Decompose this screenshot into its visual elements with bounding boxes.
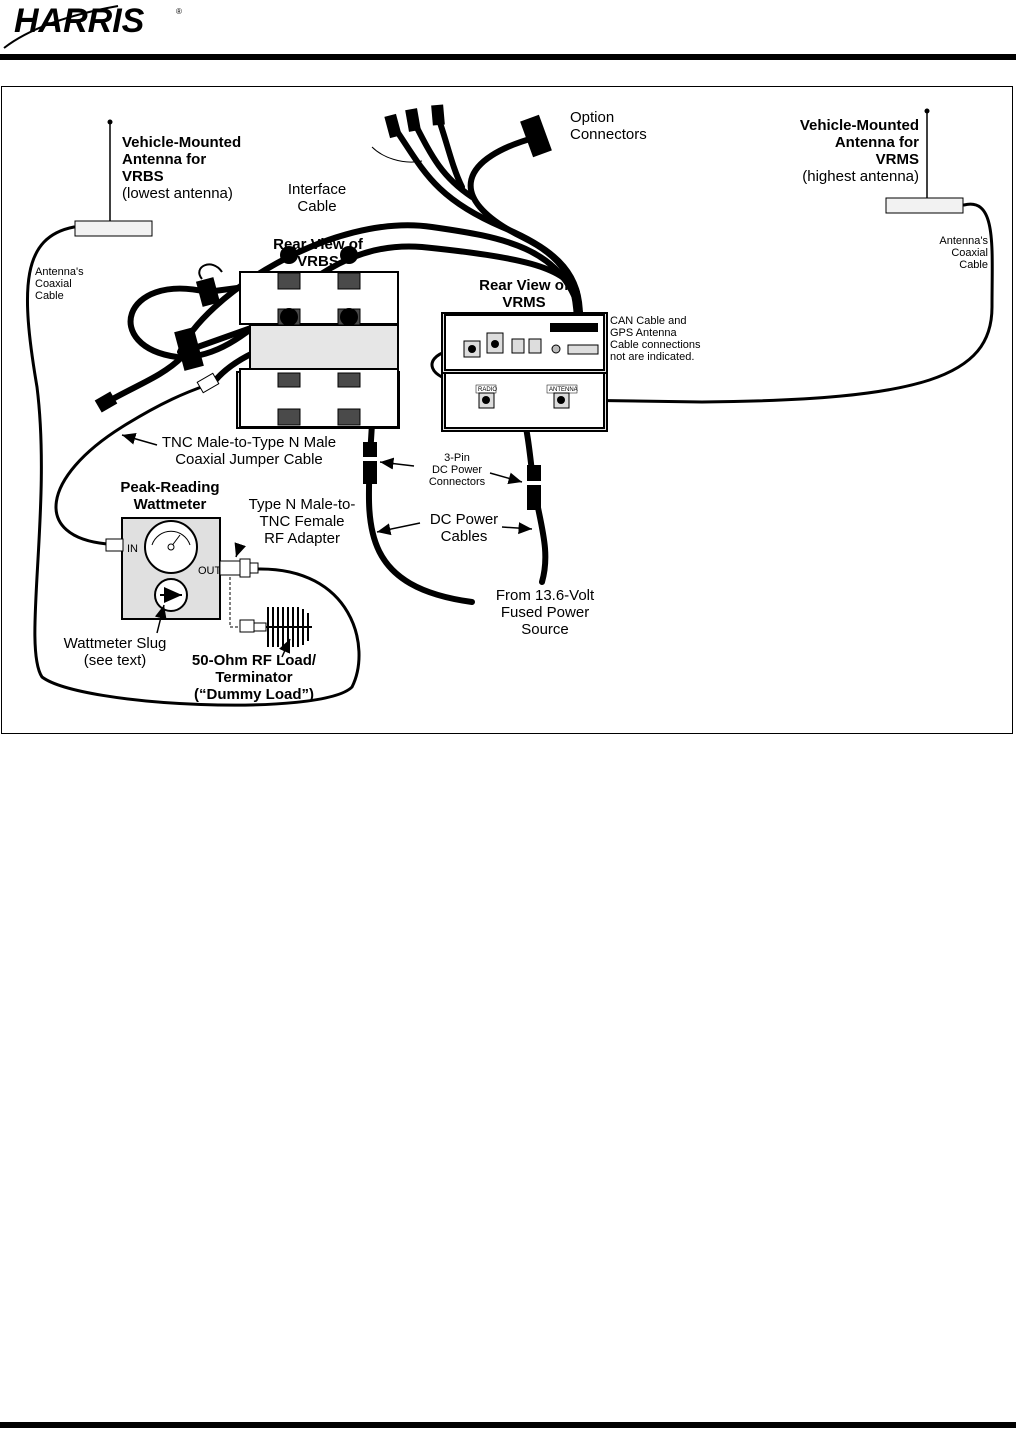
svg-text:Source: Source	[521, 621, 569, 638]
dc-connectors-label: 3-Pin DC Power Connectors	[429, 452, 486, 488]
interface-cable-label: Interface Cable	[288, 181, 346, 215]
antenna-coax-right-label: Antenna's Coaxial Cable	[939, 235, 988, 271]
svg-text:Type N Male-to-: Type N Male-to-	[249, 496, 356, 513]
rf-adapter	[219, 558, 259, 628]
wattmeter-slug-label: Wattmeter Slug (see text)	[64, 635, 167, 669]
interface-connectors	[94, 104, 445, 413]
rear-vrms-label: Rear View of VRMS	[479, 277, 570, 311]
svg-text:Coaxial: Coaxial	[35, 278, 72, 290]
svg-text:Cable: Cable	[959, 259, 988, 271]
svg-text:Interface: Interface	[288, 181, 346, 198]
vrms-antenna	[885, 108, 964, 214]
port-out-label: OUT	[198, 565, 222, 577]
svg-text:Antenna for: Antenna for	[835, 134, 919, 151]
svg-text:3-Pin: 3-Pin	[444, 452, 470, 464]
svg-text:Option: Option	[570, 109, 614, 126]
antenna-port-label: ANTENNA	[549, 387, 578, 393]
radio-port-label: RADIO	[478, 387, 497, 393]
vrms-antenna-label: Vehicle-Mounted Antenna for VRMS (highes…	[800, 117, 919, 185]
footer-rule	[0, 1422, 1016, 1428]
dummy-load	[239, 607, 312, 647]
rear-vrbs-label: Rear View of VRBS	[273, 236, 364, 270]
svg-text:50-Ohm RF Load/: 50-Ohm RF Load/	[192, 652, 317, 669]
svg-text:Antenna's: Antenna's	[35, 266, 84, 278]
antenna-coax-left-label: Antenna's Coaxial Cable	[35, 266, 84, 302]
dc-cables-label: DC Power Cables	[430, 511, 498, 545]
svg-text:CAN Cable and: CAN Cable and	[610, 315, 686, 327]
svg-text:Fused Power: Fused Power	[501, 604, 589, 621]
svg-text:Coaxial Jumper Cable: Coaxial Jumper Cable	[175, 451, 323, 468]
wiring-diagram: RADIO ANTENNA IN	[25, 104, 994, 707]
svg-text:(highest antenna): (highest antenna)	[802, 168, 919, 185]
jumper-connector	[196, 372, 220, 394]
svg-text:VRMS: VRMS	[502, 294, 545, 311]
port-in-label: IN	[127, 543, 138, 555]
svg-text:®: ®	[176, 7, 182, 16]
svg-text:Antenna for: Antenna for	[122, 151, 206, 168]
svg-text:GPS Antenna: GPS Antenna	[610, 327, 678, 339]
header-rule	[0, 54, 1016, 60]
tnc-jumper-label: TNC Male-to-Type N Male Coaxial Jumper C…	[162, 434, 336, 468]
svg-text:RF Adapter: RF Adapter	[264, 530, 340, 547]
svg-text:(“Dummy Load”): (“Dummy Load”)	[194, 686, 314, 703]
svg-text:Cable connections: Cable connections	[610, 339, 701, 351]
power-source-label: From 13.6-Volt Fused Power Source	[496, 587, 595, 638]
svg-text:From 13.6-Volt: From 13.6-Volt	[496, 587, 595, 604]
svg-text:TNC Male-to-Type N Male: TNC Male-to-Type N Male	[162, 434, 336, 451]
svg-text:Rear View of: Rear View of	[479, 277, 570, 294]
dummy-load-label: 50-Ohm RF Load/ Terminator (“Dummy Load”…	[192, 652, 317, 703]
svg-text:Wattmeter Slug: Wattmeter Slug	[64, 635, 167, 652]
svg-text:(see text): (see text)	[84, 652, 147, 669]
svg-text:Wattmeter: Wattmeter	[134, 496, 207, 513]
svg-text:Coaxial: Coaxial	[951, 247, 988, 259]
svg-text:(lowest antenna): (lowest antenna)	[122, 185, 233, 202]
dc-connector-vrms	[525, 465, 543, 510]
vrbs-antenna	[74, 119, 153, 237]
vrbs-antenna-label: Vehicle-Mounted Antenna for VRBS (lowest…	[122, 134, 241, 202]
svg-text:not are indicated.: not are indicated.	[610, 351, 694, 363]
svg-text:Terminator: Terminator	[215, 669, 292, 686]
wattmeter-label: Peak-Reading Wattmeter	[120, 479, 219, 513]
svg-text:VRBS: VRBS	[122, 168, 164, 185]
svg-text:Cable: Cable	[35, 290, 64, 302]
svg-text:Vehicle-Mounted: Vehicle-Mounted	[122, 134, 241, 151]
svg-text:TNC Female: TNC Female	[259, 513, 344, 530]
svg-text:Connectors: Connectors	[429, 476, 486, 488]
svg-text:Cable: Cable	[297, 198, 336, 215]
svg-text:VRMS: VRMS	[876, 151, 919, 168]
vrbs-unit	[236, 246, 400, 429]
svg-text:DC Power: DC Power	[430, 511, 498, 528]
option-connector	[520, 114, 552, 158]
vrms-unit: RADIO ANTENNA	[441, 312, 608, 432]
svg-text:VRBS: VRBS	[297, 253, 339, 270]
svg-text:Cables: Cables	[441, 528, 488, 545]
svg-text:Antenna's: Antenna's	[939, 235, 988, 247]
logo-text: HARRIS	[14, 2, 145, 40]
svg-text:Connectors: Connectors	[570, 126, 647, 143]
can-note-label: CAN Cable and GPS Antenna Cable connecti…	[610, 315, 701, 363]
wattmeter: IN OUT	[105, 517, 222, 620]
harris-logo: HARRIS ®	[3, 2, 182, 49]
wiring-diagram-frame: RADIO ANTENNA IN	[1, 86, 1013, 734]
option-connectors-label: Option Connectors	[570, 109, 647, 143]
rf-adapter-label: Type N Male-to- TNC Female RF Adapter	[249, 496, 356, 547]
svg-text:Peak-Reading: Peak-Reading	[120, 479, 219, 496]
svg-text:DC Power: DC Power	[432, 464, 482, 476]
dc-connector-vrbs	[361, 442, 379, 484]
svg-text:Vehicle-Mounted: Vehicle-Mounted	[800, 117, 919, 134]
svg-text:Rear View of: Rear View of	[273, 236, 364, 253]
